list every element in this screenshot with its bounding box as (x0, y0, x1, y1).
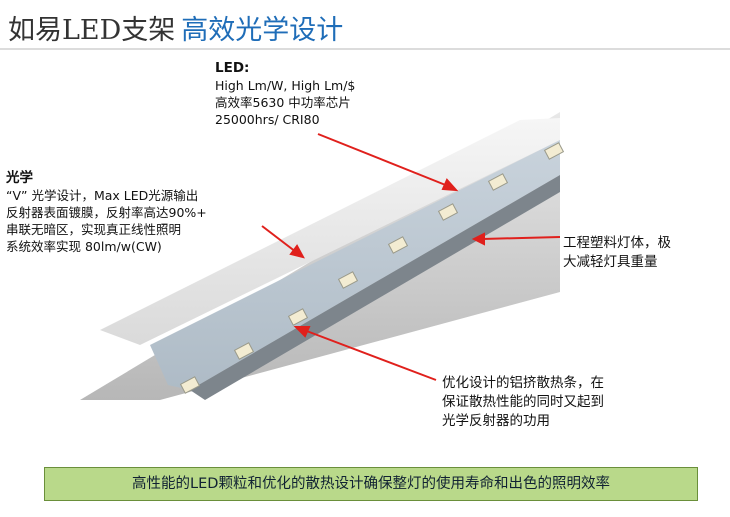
body-note: 工程塑料灯体，极 大减轻灯具重量 (563, 234, 671, 272)
page-title: 如易LED支架高效光学设计 (8, 8, 343, 47)
optics-note-line: 系统效率实现 80lm/w(CW) (6, 239, 162, 254)
arrow-led (317, 133, 449, 187)
led-note-line: High Lm/W, High Lm/$ (215, 78, 356, 93)
heatsink-note-line: 保证散热性能的同时又起到 (442, 394, 604, 410)
tube-top-rim (100, 118, 560, 345)
arrow-optics (261, 225, 297, 253)
led-note-line: 25000hrs/ CRI80 (215, 112, 320, 127)
optics-note-line: “V” 光学设计，Max LED光源输出 (6, 188, 199, 203)
subtitle: 高效光学设计 (181, 15, 344, 46)
arrow-heatsink (303, 329, 437, 381)
footer-banner: 高性能的LED颗粒和优化的散热设计确保整灯的使用寿命和出色的照明效率 (44, 467, 698, 501)
led-chip (387, 236, 409, 254)
led-board (150, 140, 560, 390)
heatsink-note-line: 优化设计的铝挤散热条，在 (442, 375, 604, 391)
optics-note: 光学 “V” 光学设计，Max LED光源输出 反射器表面镀膜，反射率高达90%… (6, 170, 207, 255)
led-chip (233, 342, 255, 360)
brand-title: 如易LED支架 (8, 15, 176, 46)
reflector-edge (190, 175, 560, 400)
led-note-line: 高效率5630 中功率芯片 (215, 95, 351, 110)
led-chip (179, 376, 201, 394)
led-note: LED: High Lm/W, High Lm/$ 高效率5630 中功率芯片 … (215, 60, 355, 128)
optics-note-line: 反射器表面镀膜，反射率高达90%+ (6, 205, 207, 220)
title-divider (0, 48, 730, 50)
heatsink-note: 优化设计的铝挤散热条，在 保证散热性能的同时又起到 光学反射器的功用 (442, 374, 604, 431)
optics-note-head: 光学 (6, 170, 33, 186)
led-chip (543, 142, 565, 160)
led-chip (337, 271, 359, 289)
optics-note-line: 串联无暗区，实现真正线性照明 (6, 222, 182, 237)
body-note-line: 大减轻灯具重量 (563, 254, 658, 270)
led-chip (487, 173, 509, 191)
arrow-body (481, 236, 561, 240)
heatsink-note-line: 光学反射器的功用 (442, 413, 550, 429)
led-note-head: LED: (215, 60, 250, 76)
body-note-line: 工程塑料灯体，极 (563, 235, 671, 251)
led-chip (287, 308, 309, 326)
led-chip (437, 203, 459, 221)
